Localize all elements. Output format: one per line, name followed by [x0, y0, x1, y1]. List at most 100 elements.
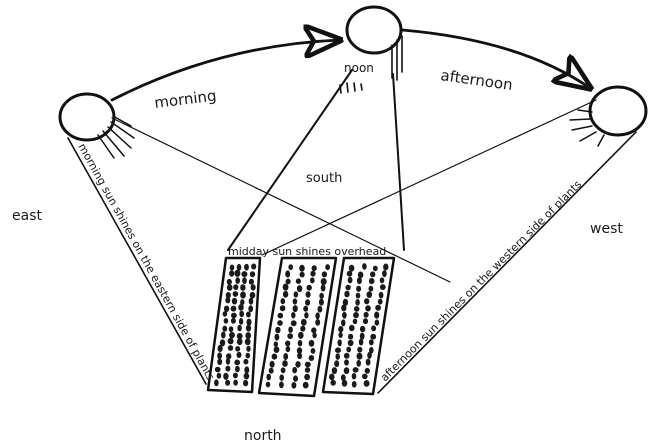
north-label: north	[244, 428, 282, 444]
midday-caption: midday sun shines overhead	[228, 245, 386, 258]
plant-dot	[383, 264, 388, 271]
plant-dot	[244, 373, 250, 380]
plant-dot	[234, 270, 240, 277]
plant-dot	[359, 339, 364, 346]
plant-dot	[281, 298, 286, 304]
plant-dot	[374, 312, 379, 319]
plant-dot	[329, 374, 335, 381]
plant-dot	[283, 291, 288, 298]
plant-dot	[311, 348, 316, 354]
plant-dot	[246, 312, 251, 318]
plant-dot	[214, 379, 219, 386]
plant-dot	[246, 353, 251, 359]
plant-dot	[238, 304, 244, 311]
plant-dot	[246, 346, 250, 352]
plant-dot	[283, 284, 289, 291]
plant-dot	[245, 332, 251, 339]
plant-dot	[301, 319, 307, 326]
plant-dot	[336, 353, 340, 360]
south-label: south	[306, 171, 342, 186]
plant-dot	[309, 340, 315, 347]
plant-dot	[287, 333, 293, 339]
plant-dot	[344, 359, 349, 365]
plant-dot	[291, 312, 295, 318]
plant-dot	[346, 347, 351, 353]
plant-dot	[321, 278, 327, 285]
plant-dot	[305, 362, 311, 368]
plant-dot	[364, 380, 370, 387]
plant-dot	[341, 305, 346, 312]
plant-dot	[237, 338, 243, 345]
plant-dot	[379, 292, 384, 299]
plant-dot	[251, 264, 256, 270]
plant-dot	[295, 361, 300, 368]
arrow-icon	[112, 40, 340, 100]
plant-dot	[229, 270, 234, 276]
plant-dot	[310, 271, 315, 277]
plant-dot	[286, 279, 291, 285]
afternoon-caption: afternoon sun shines on the western side…	[378, 178, 584, 384]
plant-dot	[358, 272, 364, 279]
plant-dot	[227, 279, 232, 285]
plant-dot	[293, 375, 298, 381]
plant-dot	[231, 313, 237, 319]
plant-dot	[240, 284, 245, 291]
plant-dot	[364, 298, 369, 304]
plant-dot	[369, 286, 374, 292]
noon-ray-left	[228, 70, 352, 250]
plant-dot	[222, 326, 227, 332]
plant-dot	[280, 305, 286, 311]
plant-dot	[373, 266, 378, 272]
plant-dot	[269, 368, 274, 374]
plant-dot	[292, 367, 297, 373]
plant-dot	[355, 299, 360, 306]
plant-dot	[331, 380, 336, 386]
plant-dot	[288, 327, 293, 333]
plant-dot	[249, 279, 254, 285]
plant-dot	[221, 332, 226, 339]
plant-dot	[239, 311, 244, 317]
plant-dot	[237, 333, 243, 339]
plant-dot	[298, 340, 303, 346]
plant-dot	[378, 299, 383, 305]
plant-dot	[380, 277, 385, 283]
plant-dot	[362, 263, 367, 270]
plant-dot	[348, 334, 353, 340]
plant-dot	[344, 291, 349, 298]
plant-dot	[338, 332, 342, 338]
plant-dot	[353, 312, 359, 318]
plant-dot	[241, 271, 247, 277]
plant-dot	[325, 264, 330, 270]
plant-dot	[365, 305, 371, 311]
plant-dot	[357, 277, 362, 284]
plant-dot	[277, 320, 283, 326]
plant-dot	[242, 277, 247, 284]
plant-dot	[235, 277, 240, 284]
sun-icon	[570, 87, 646, 146]
plant-dot	[224, 318, 229, 324]
plant-dot	[315, 319, 320, 326]
plant-dot	[244, 366, 249, 373]
plant-dot	[367, 291, 373, 298]
plant-dot	[298, 332, 304, 339]
plant-dot	[356, 286, 361, 292]
plant-dot	[297, 353, 302, 359]
plant-dot	[312, 332, 316, 338]
plant-dot	[247, 319, 252, 326]
plant-dot	[228, 345, 233, 351]
plant-dot	[244, 264, 249, 271]
plant-dot	[370, 271, 375, 277]
plant-dot	[235, 366, 240, 373]
plant-dot	[225, 366, 230, 372]
plant-dot	[248, 305, 253, 312]
plant-dot	[227, 284, 233, 291]
plant-dot	[311, 327, 316, 333]
plant-dot	[274, 341, 278, 347]
plant-dot	[365, 368, 370, 374]
plant-dot	[291, 382, 296, 389]
plant-dot	[281, 367, 286, 373]
plant-dot	[357, 347, 362, 353]
plant-dot	[322, 271, 327, 277]
plant-dot	[332, 367, 337, 374]
